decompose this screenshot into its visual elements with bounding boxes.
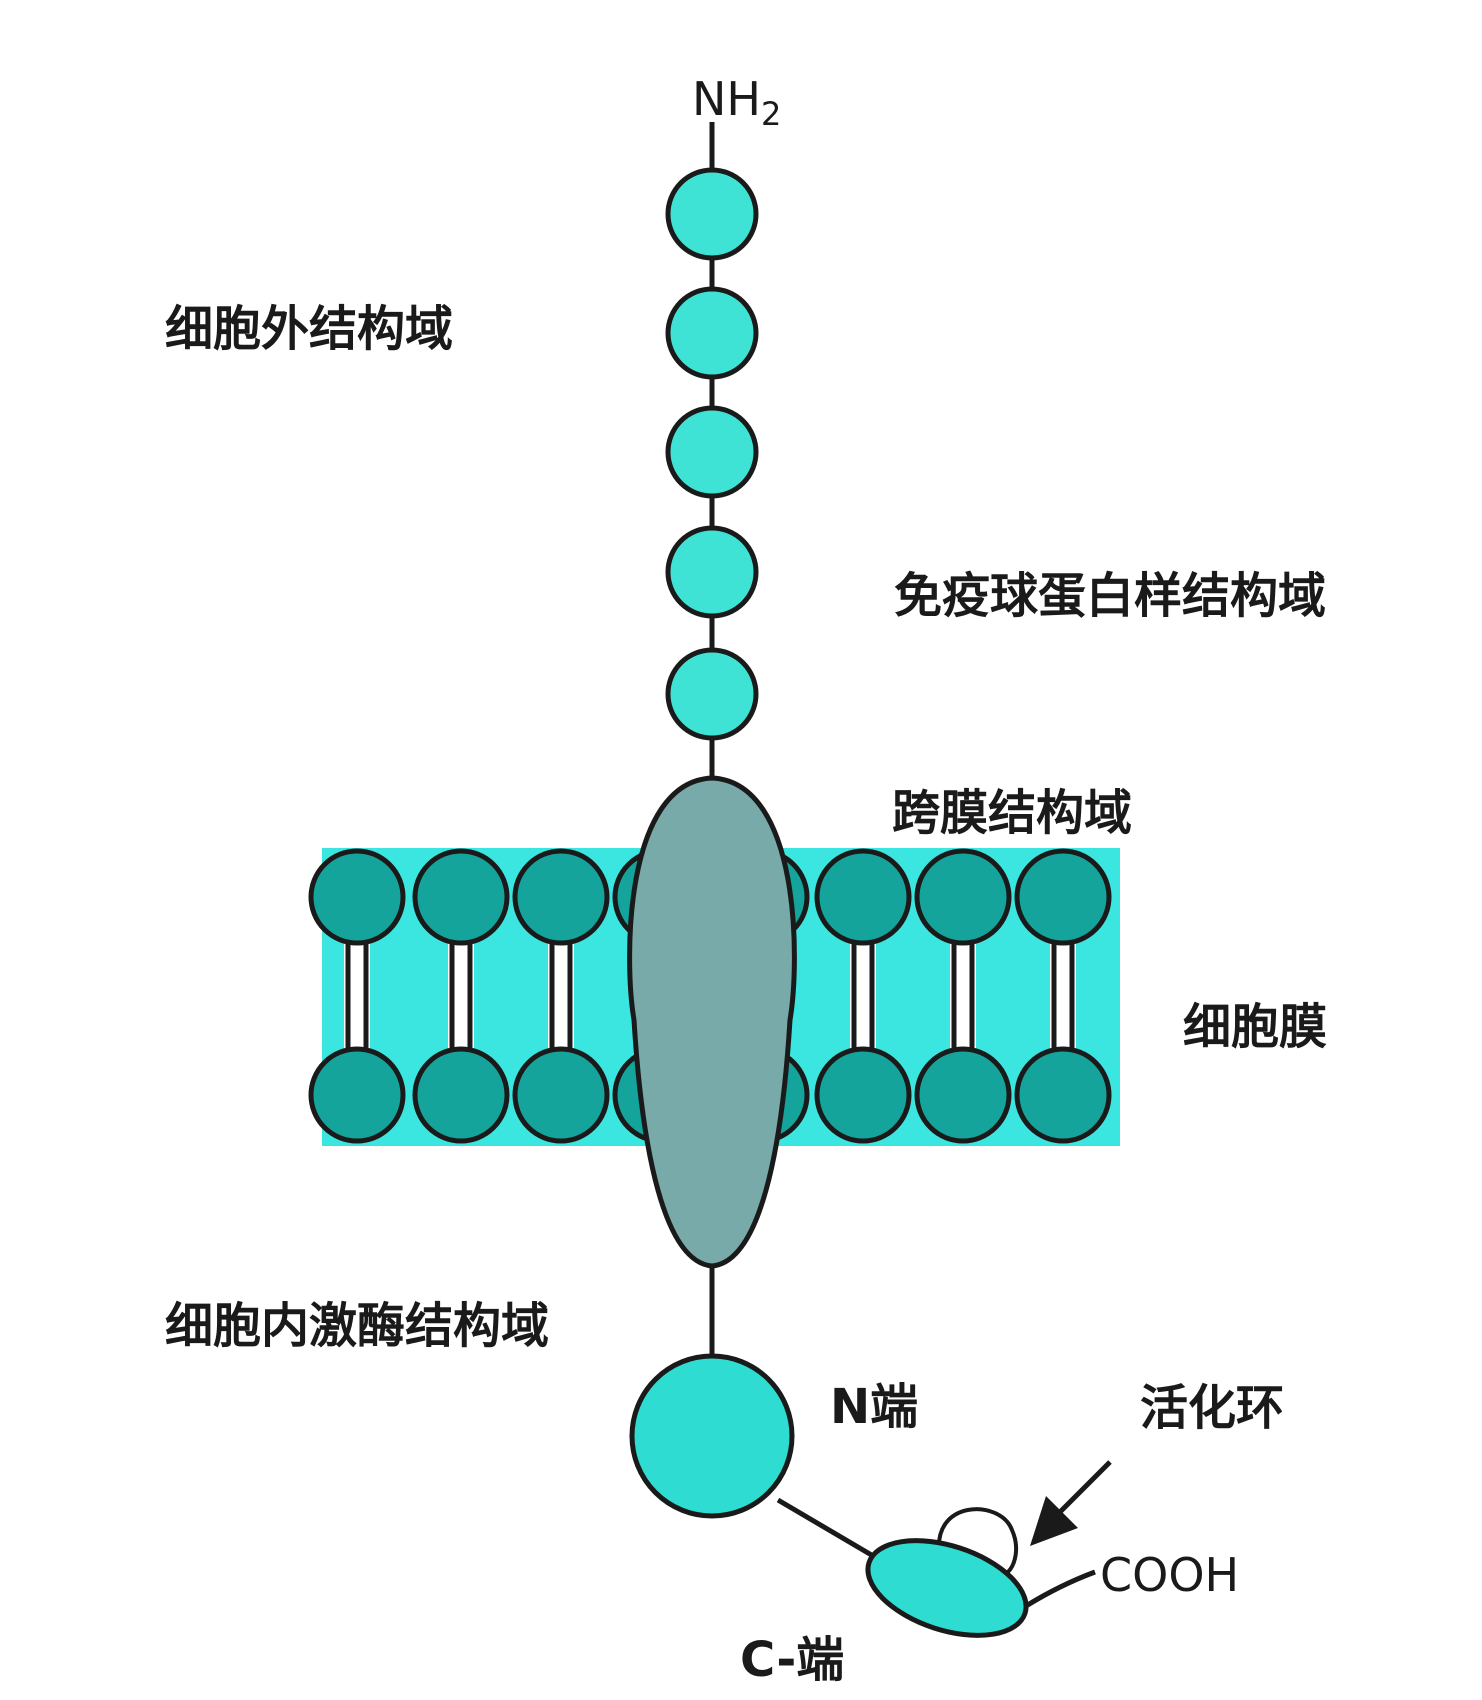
lipid-head xyxy=(914,848,1012,946)
transmembrane-domain-label: 跨膜结构域 xyxy=(892,785,1133,841)
kinase-c-lobe xyxy=(865,1538,1029,1638)
lipid-tail xyxy=(950,940,976,1052)
lipid-head xyxy=(412,848,510,946)
lipid-head xyxy=(308,1046,406,1144)
intracellular-kinase-domain-label: 细胞内激酶结构域 xyxy=(165,1298,550,1354)
transmembrane-domain xyxy=(627,775,797,1269)
lipid-head xyxy=(914,1046,1012,1144)
extracellular-domain-label: 细胞外结构域 xyxy=(165,301,454,357)
ig-domain xyxy=(665,167,759,261)
lipid-head xyxy=(814,1046,912,1144)
activation-loop-arrow xyxy=(1030,1460,1112,1546)
lipid-tail xyxy=(344,940,370,1052)
cell-membrane-label: 细胞膜 xyxy=(1183,999,1328,1055)
ig-domain xyxy=(665,286,759,380)
ig-like-domains xyxy=(665,167,759,741)
c-lobe-label: C-端 xyxy=(740,1632,845,1688)
ig-domain xyxy=(665,405,759,499)
ig-like-domain-label: 免疫球蛋白样结构域 xyxy=(894,568,1327,624)
lipid-head xyxy=(308,848,406,946)
lipid-tail xyxy=(850,940,876,1052)
nh2-label: NH2 xyxy=(692,72,782,133)
lipid-tail xyxy=(548,940,574,1052)
ig-domain xyxy=(665,525,759,619)
lipid-tail xyxy=(1050,940,1076,1052)
lipid-head xyxy=(512,1046,610,1144)
lipid-tails xyxy=(344,940,1076,1052)
cooh-label: COOH xyxy=(1100,1548,1240,1602)
lipid-tail xyxy=(448,940,474,1052)
activation-loop-label: 活化环 xyxy=(1140,1380,1285,1436)
lipid-head xyxy=(1014,1046,1112,1144)
lipid-head xyxy=(412,1046,510,1144)
ig-domain xyxy=(665,647,759,741)
n-lobe-label: N端 xyxy=(830,1379,919,1435)
lipid-head xyxy=(1014,848,1112,946)
lipid-head xyxy=(814,848,912,946)
kinase-n-lobe xyxy=(629,1353,795,1519)
lipid-head xyxy=(512,848,610,946)
